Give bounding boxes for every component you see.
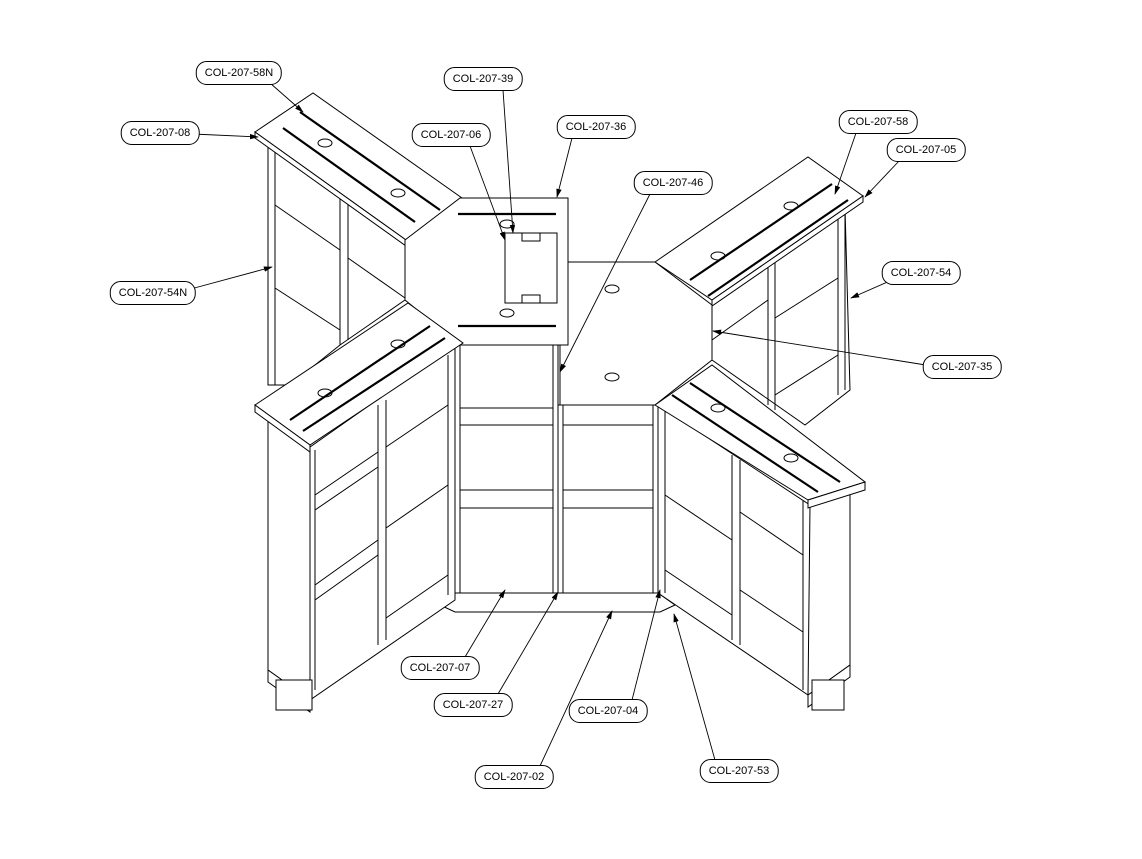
- callout-col-207-39: COL-207-39: [443, 67, 523, 91]
- callout-col-207-53: COL-207-53: [699, 759, 779, 783]
- callout-col-207-46: COL-207-46: [633, 171, 713, 195]
- callout-col-207-27: COL-207-27: [433, 693, 513, 717]
- callout-col-207-58n: COL-207-58N: [195, 61, 283, 85]
- front-right-cabinet: [654, 364, 867, 711]
- callout-col-207-54: COL-207-54: [881, 261, 961, 285]
- callout-col-207-35: COL-207-35: [922, 355, 1002, 379]
- callout-col-207-07: COL-207-07: [400, 656, 480, 680]
- callout-col-207-05: COL-207-05: [886, 138, 966, 162]
- front-left-cabinet: [254, 302, 464, 713]
- leader-lines: [186, 82, 933, 767]
- callout-col-207-08: COL-207-08: [120, 121, 200, 145]
- center-cabinets: [439, 344, 676, 613]
- callout-col-207-54n: COL-207-54N: [109, 281, 197, 305]
- back-right-cabinet: [654, 156, 864, 426]
- callout-col-207-02: COL-207-02: [474, 765, 554, 789]
- callout-col-207-06: COL-207-06: [411, 123, 491, 147]
- callout-col-207-58: COL-207-58: [838, 110, 918, 134]
- callout-col-207-36: COL-207-36: [556, 115, 636, 139]
- callout-col-207-04: COL-207-04: [568, 699, 648, 723]
